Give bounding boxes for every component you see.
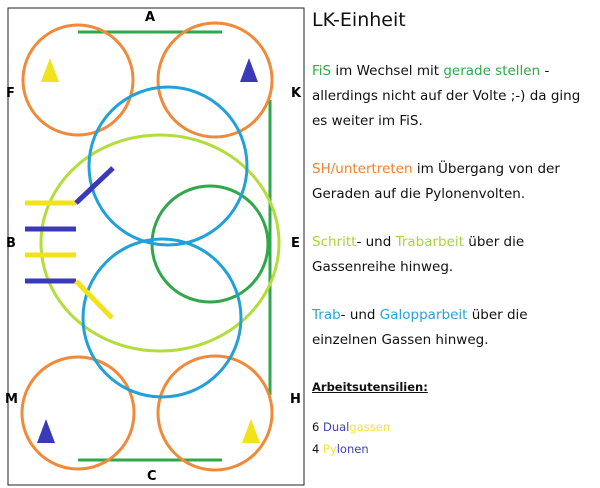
tool-item: 4 Pylonen [312,438,597,460]
marker-m: M [5,392,18,407]
highlight: Trab [312,307,341,323]
diagram-frame [7,7,305,486]
pylon-icon [240,58,258,82]
count: 6 [312,420,323,434]
marker-h: H [290,392,301,407]
text: über die Gassenreihe hinweg. [312,234,525,275]
lime-circle [39,133,281,353]
text: im Übergang von der Geraden auf die Pylo… [312,161,560,202]
corner-voltes [20,21,274,472]
text: über die einzelnen Gassen hinweg. [312,307,528,348]
text: gassen [349,420,391,434]
text: lonen [336,442,369,456]
upper-blue-circle [87,85,249,247]
highlight: Trabarbeit [395,234,464,250]
marker-b: B [6,236,16,251]
highlight: SH/untertreten [312,161,413,177]
text: - und [356,234,396,250]
marker-f: F [6,86,15,101]
pylon-icon [37,419,55,443]
text: - allerdings nicht auf der Volte ;-) da … [312,63,581,129]
text: Dual [322,420,350,434]
highlight: FiS [312,63,332,79]
marker-e: E [291,236,300,251]
text: im Wechsel mit [331,63,444,79]
highlight: Schritt [312,234,357,250]
count: 4 [312,442,323,456]
paragraph-fis: FiS im Wechsel mit gerade stellen - alle… [312,59,597,134]
arena-diagram: A F K B E M H C [5,7,305,486]
highlight: gerade stellen [443,63,541,79]
tools-heading: Arbeitsutensilien: [312,380,428,394]
description-panel: LK-Einheit FiS im Wechsel mit gerade ste… [312,8,597,460]
paragraph-sh: SH/untertreten im Übergang von der Gerad… [312,157,597,207]
text: - und [340,307,380,323]
dual-gassen [25,166,115,320]
tool-item: 6 Dualgassen [312,416,597,438]
highlight: Galopparbeit [379,307,468,323]
marker-k: K [291,86,302,101]
marker-a: A [145,10,155,25]
marker-c: C [147,469,157,484]
tools-section: Arbeitsutensilien: 6 Dualgassen 4 Pylone… [312,376,597,460]
pylon-icon [242,419,260,443]
page-title: LK-Einheit [312,9,406,31]
paragraph-schritt: Schritt- und Trabarbeit über die Gassenr… [312,230,597,280]
pylon-icon [41,58,59,82]
paragraph-trab: Trab- und Galopparbeit über die einzelne… [312,303,597,353]
lower-blue-circle [81,237,243,399]
text: Py [322,442,337,456]
